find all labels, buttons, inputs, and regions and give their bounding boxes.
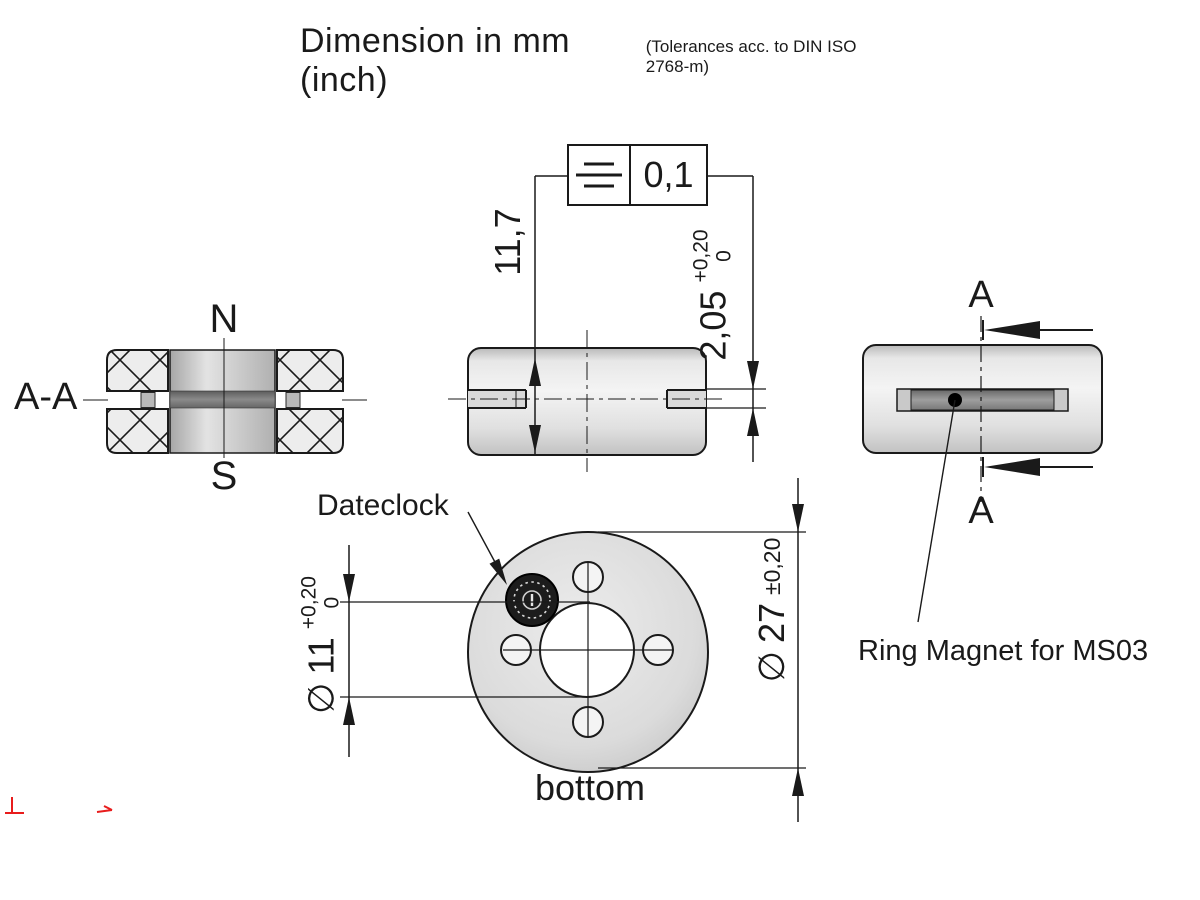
- pole-south-label: S: [210, 454, 238, 498]
- dateclock-leader: [467, 511, 507, 585]
- outer-diameter-text: ∅ 27 ±0,20: [751, 537, 792, 683]
- hatch-block-bottom-left: [106, 408, 169, 454]
- feature-control-frame: [567, 144, 708, 206]
- section-label-bottom: A: [968, 490, 994, 532]
- page-title: Dimension in mm (inch) (Tolerances acc. …: [300, 22, 900, 100]
- pole-north-label: N: [209, 297, 239, 341]
- groove-far-side-band: [169, 390, 276, 409]
- hatch-block-top-right: [276, 349, 344, 392]
- fcf-tolerance-value: 0,1: [643, 154, 694, 195]
- section-arrow-bottom: [982, 457, 1093, 477]
- section-arrow-top: [982, 320, 1093, 340]
- arrowhead: [792, 504, 804, 532]
- arrowhead: [343, 574, 355, 602]
- arrowhead: [529, 425, 541, 453]
- section-view-aa: [83, 338, 367, 458]
- diameter-symbol: ∅: [751, 651, 792, 683]
- arrowhead: [343, 697, 355, 725]
- red-dash-mark: [96, 805, 113, 813]
- arrowhead: [792, 768, 804, 796]
- groove-bottom-tab-right: [285, 392, 301, 408]
- outer-diameter-dimension: [598, 478, 806, 822]
- groove-bottom-tab-left: [140, 392, 156, 408]
- bottom-view-label: bottom: [534, 767, 646, 808]
- hatch-block-bottom-right: [276, 408, 344, 454]
- section-label-top: A: [968, 274, 994, 316]
- hatch-block-top-left: [106, 349, 169, 392]
- arrowhead: [747, 408, 759, 436]
- red-corner-mark: [5, 797, 24, 814]
- section-view-label: A-A: [14, 376, 78, 418]
- height-dimension-text: 11,7: [487, 208, 528, 276]
- arrowhead: [984, 321, 1040, 339]
- bottom-view: [340, 478, 806, 822]
- dateclock-stamp: [505, 573, 559, 627]
- groove-dimension-text: 2,05 +0,20 0: [689, 229, 735, 361]
- symmetry-icon: [576, 162, 622, 188]
- tolerance-stack: +0,20 0: [689, 229, 735, 283]
- inner-diameter-text: ∅ 11 +0,20 0: [297, 576, 343, 714]
- diameter-symbol: ∅: [300, 682, 341, 714]
- title-tolerance-note: (Tolerances acc. to DIN ISO 2768-m): [645, 37, 857, 76]
- tolerance-stack: +0,20 0: [297, 576, 343, 630]
- red-marks: [5, 797, 113, 814]
- inner-diameter-dimension: [340, 545, 590, 757]
- arrowhead: [489, 558, 507, 585]
- ring-magnet-callout: Ring Magnet for MS03: [858, 635, 1149, 667]
- front-view: [448, 144, 766, 472]
- dateclock-label: Dateclock: [317, 489, 449, 522]
- callout-leader-line: [917, 399, 956, 623]
- groove-band-inner: [910, 389, 1055, 411]
- height-dimension-lines: [529, 175, 568, 455]
- arrowhead: [984, 458, 1040, 476]
- arrowhead: [529, 358, 541, 386]
- side-view: [862, 316, 1103, 623]
- arrowhead: [747, 361, 759, 389]
- groove-dimension-lines: [707, 175, 766, 462]
- title-main: Dimension in mm (inch): [300, 22, 571, 99]
